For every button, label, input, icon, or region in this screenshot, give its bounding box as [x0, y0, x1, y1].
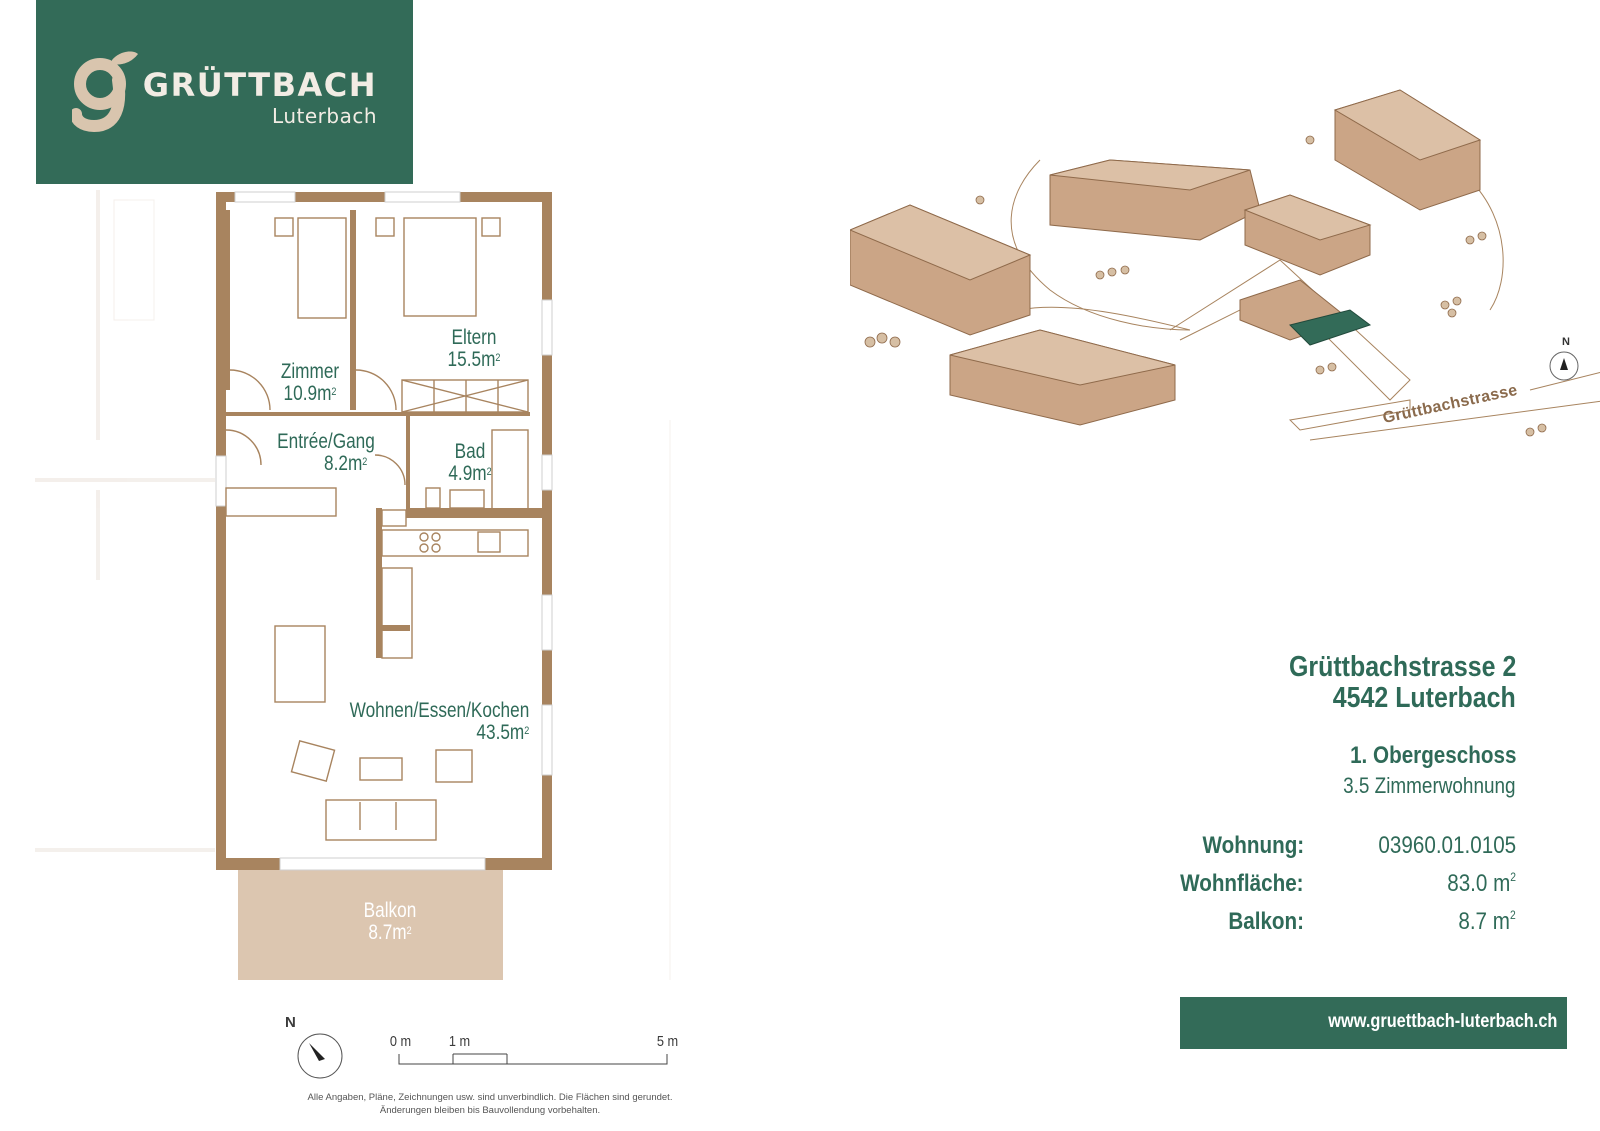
- room-name: Eltern: [451, 326, 497, 349]
- room-area: 8.2m: [324, 452, 363, 475]
- scale-label-1: 1 m: [448, 1033, 471, 1050]
- compass-north-label: N: [1562, 336, 1570, 348]
- room-name: Bad: [454, 440, 486, 463]
- balkon-value: 8.7 m: [1458, 908, 1511, 935]
- room-name: Wohnen/Essen/Kochen: [349, 699, 530, 722]
- north-label: N: [285, 1014, 296, 1031]
- address-line-1: Grüttbachstrasse 2: [1288, 651, 1516, 683]
- room-name: Zimmer: [280, 360, 340, 383]
- furniture: [225, 217, 529, 841]
- trees: [864, 135, 1547, 437]
- wohnflaeche-label: Wohnfläche:: [1180, 870, 1304, 897]
- scale-label-0: 0 m: [389, 1033, 412, 1050]
- room-name: Entrée/Gang: [277, 430, 375, 453]
- floor-label: 1. Obergeschoss: [1349, 742, 1516, 769]
- room-area: 8.7m: [368, 921, 407, 944]
- superscript: 2: [331, 386, 337, 398]
- brand-place: Luterbach: [272, 104, 377, 128]
- room-wohnen: Wohnen/Essen/Kochen 43.5m2: [341, 700, 530, 744]
- superscript: 2: [486, 466, 492, 478]
- wohnflaeche-value: 83.0 m: [1447, 870, 1511, 897]
- logo-block: GRÜTTBACH Luterbach: [36, 0, 413, 184]
- buildings: [850, 89, 1482, 426]
- room-area: 4.9m: [448, 462, 487, 485]
- room-area: 43.5m: [476, 721, 525, 744]
- disclaimer-line-1: Alle Angaben, Pläne, Zeichnungen usw. si…: [307, 1092, 673, 1103]
- room-balkon: Balkon 8.7m2: [351, 900, 430, 944]
- room-area: 10.9m: [283, 382, 332, 405]
- disclaimer-line-2: Änderungen bleiben bis Bauvollendung vor…: [379, 1104, 601, 1116]
- room-eltern: Eltern 15.5m2: [435, 327, 514, 371]
- superscript: 2: [1510, 870, 1516, 884]
- balkon-label: Balkon:: [1228, 908, 1304, 935]
- disclaimer: Alle Angaben, Pläne, Zeichnungen usw. si…: [270, 1092, 710, 1117]
- wohnflaeche-value-row: 83.0 m2: [1447, 870, 1516, 898]
- wohnung-value: 03960.01.0105: [1378, 832, 1516, 859]
- north-arrow-icon: [297, 1033, 343, 1079]
- site-plan: [850, 89, 1600, 441]
- floor-plan: [35, 190, 671, 980]
- balkon-value-row: 8.7 m2: [1459, 908, 1516, 936]
- scale-label-5: 5 m: [656, 1033, 679, 1050]
- superscript: 2: [406, 925, 412, 937]
- highlighted-building: [1289, 309, 1372, 346]
- neighbour-ghost: [35, 190, 671, 980]
- room-area: 15.5m: [447, 348, 496, 371]
- room-zimmer: Zimmer 10.9m2: [271, 361, 350, 405]
- website-bar[interactable]: www.gruettbach-luterbach.ch: [1180, 997, 1567, 1049]
- flat-type-label: 3.5 Zimmerwohnung: [1343, 773, 1516, 798]
- compass-icon: [1549, 351, 1579, 381]
- superscript: 2: [362, 456, 368, 468]
- wohnung-label: Wohnung:: [1202, 832, 1304, 859]
- brand-g-logo: [72, 51, 138, 133]
- website-link[interactable]: www.gruettbach-luterbach.ch: [1327, 1011, 1557, 1032]
- address-line-2: 4542 Luterbach: [1333, 682, 1516, 714]
- scale-bar: [398, 1053, 668, 1065]
- superscript: 2: [495, 352, 501, 364]
- room-entree: Entrée/Gang 8.2m2: [269, 431, 384, 475]
- superscript: 2: [524, 725, 530, 737]
- balcony-floor: [238, 870, 503, 980]
- brand-name: GRÜTTBACH: [142, 66, 377, 104]
- room-bad: Bad 4.9m2: [437, 441, 503, 485]
- walls: [216, 192, 552, 870]
- superscript: 2: [1510, 908, 1516, 922]
- room-name: Balkon: [363, 899, 417, 922]
